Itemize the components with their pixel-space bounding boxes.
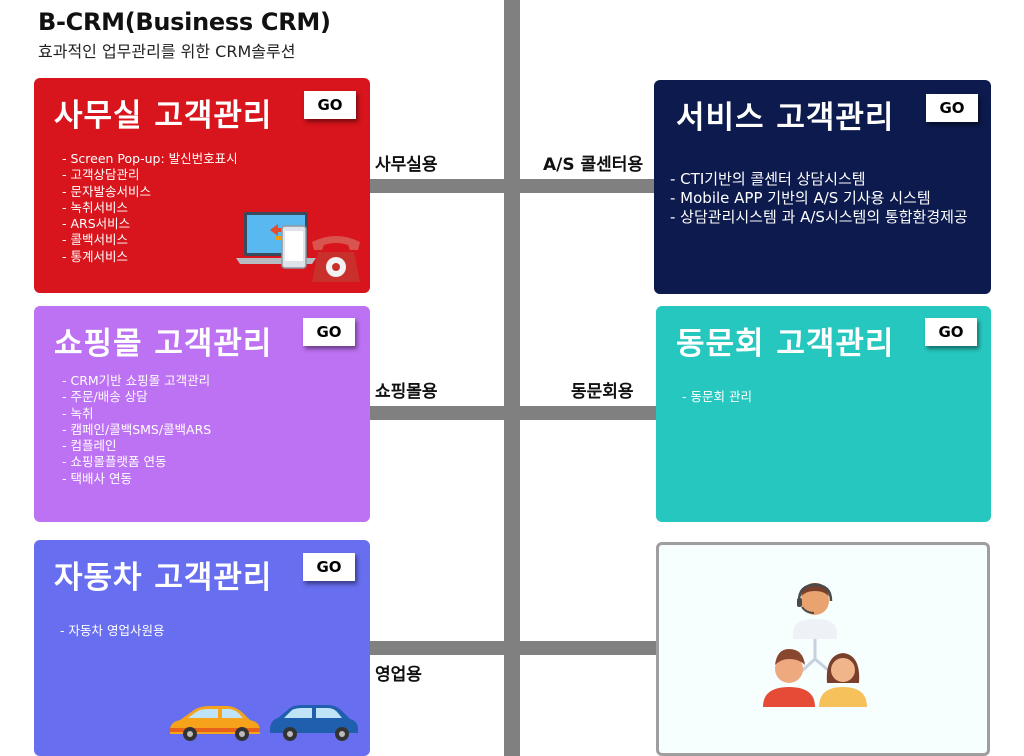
card-car-crm: 자동차 고객관리 GO - 자동차 영업사원용 [34, 540, 370, 756]
label-shopping: 쇼핑몰용 [375, 382, 438, 402]
feature-item: - ARS서비스 [62, 216, 131, 232]
card-office-title: 사무실 고객관리 [54, 98, 273, 134]
feature-item: - 녹취 [62, 405, 94, 421]
feature-item: - Mobile APP 기반의 A/S 기사용 시스템 [670, 189, 931, 207]
feature-item: - 택배사 연동 [62, 470, 132, 486]
feature-item: - 주문/배송 상담 [62, 389, 148, 405]
feature-item: - CRM기반 쇼핑몰 고객관리 [62, 373, 211, 388]
feature-item: - 녹취서비스 [62, 199, 128, 215]
connector-bottom [370, 641, 656, 655]
card-shopping-title: 쇼핑몰 고객관리 [54, 326, 273, 362]
feature-item: - 고객상담관리 [62, 167, 140, 183]
label-callcenter: A/S 콜센터용 [543, 155, 644, 175]
feature-item: - 쇼핑몰플랫폼 연동 [62, 454, 167, 470]
alumni-go-button[interactable]: GO [925, 318, 977, 346]
laptop-phone-telephone-icon [236, 212, 360, 282]
customer-service-illustration-card [656, 542, 990, 756]
card-shopping-crm: 쇼핑몰 고객관리 GO - CRM기반 쇼핑몰 고객관리 - 주문/배송 상담 … [34, 306, 370, 522]
card-car-title: 자동차 고객관리 [54, 560, 273, 596]
label-office: 사무실용 [375, 155, 438, 175]
shopping-feature-list: - CRM기반 쇼핑몰 고객관리 - 주문/배송 상담 - 녹취 - 캠페인/콜… [62, 373, 211, 487]
card-alumni-crm: 동문회 고객관리 GO - 동문회 관리 [656, 306, 991, 522]
feature-item: - 상담관리시스템 과 A/S시스템의 통합환경제공 [670, 208, 968, 226]
feature-item: - 자동차 영업사원용 [60, 623, 165, 638]
shopping-go-button[interactable]: GO [303, 318, 355, 346]
card-service-title: 서비스 고객관리 [676, 100, 895, 136]
service-go-button[interactable]: GO [926, 94, 978, 122]
label-alumni: 동문회용 [571, 382, 634, 402]
card-alumni-title: 동문회 고객관리 [676, 326, 895, 362]
label-sales: 영업용 [375, 665, 422, 685]
two-cars-icon [170, 705, 358, 741]
alumni-feature-list: - 동문회 관리 [682, 389, 752, 405]
office-go-button[interactable]: GO [304, 91, 356, 119]
feature-item: - 동문회 관리 [682, 389, 752, 404]
card-office-crm: 사무실 고객관리 GO - Screen Pop-up: 발신번호표시 - 고객… [34, 78, 370, 293]
feature-item: - 문자발송서비스 [62, 183, 151, 199]
feature-item: - 콜백서비스 [62, 232, 128, 248]
connector-top [370, 179, 656, 193]
feature-item: - 통계서비스 [62, 248, 128, 264]
card-service-crm: 서비스 고객관리 GO - CTI기반의 콜센터 상담시스템 - Mobile … [654, 80, 991, 294]
feature-item: - CTI기반의 콜센터 상담시스템 [670, 170, 866, 188]
car-feature-list: - 자동차 영업사원용 [60, 623, 164, 639]
office-feature-list: - Screen Pop-up: 발신번호표시 - 고객상담관리 - 문자발송서… [62, 151, 238, 265]
customer-service-network-icon [763, 583, 867, 707]
page-subtitle: 효과적인 업무관리를 위한 CRM솔루션 [38, 42, 296, 61]
feature-item: - 캠페인/콜백SMS/콜백ARS [62, 421, 212, 437]
page-title: B-CRM(Business CRM) [38, 8, 331, 36]
feature-item: - 컴플레인 [62, 438, 117, 454]
car-go-button[interactable]: GO [303, 553, 355, 581]
service-feature-list: - CTI기반의 콜센터 상담시스템 - Mobile APP 기반의 A/S … [670, 170, 968, 227]
connector-middle [370, 406, 656, 420]
feature-item: - Screen Pop-up: 발신번호표시 [62, 151, 238, 166]
